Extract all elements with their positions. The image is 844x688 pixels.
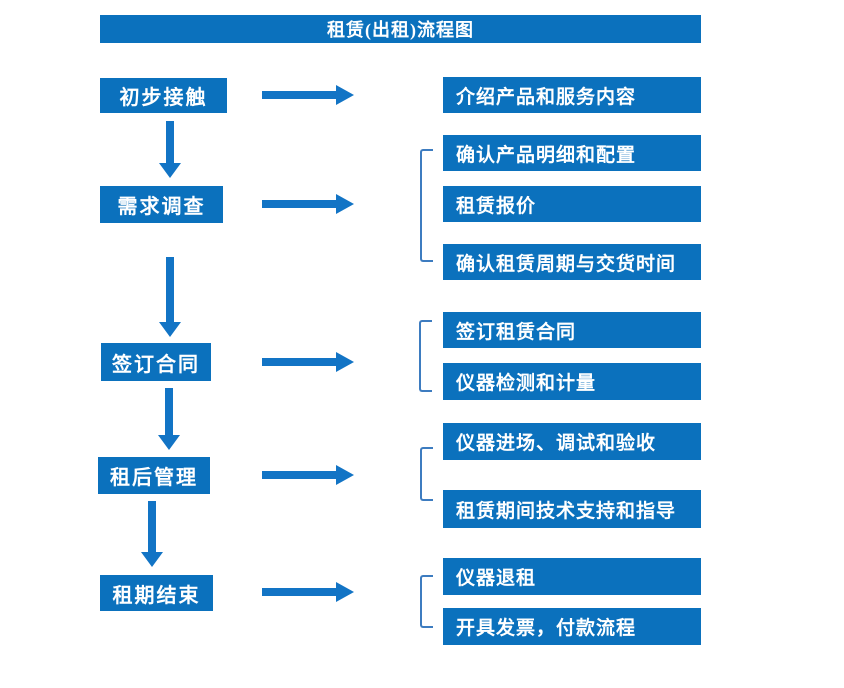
stage-box-initial-contact: 初步接触	[100, 78, 227, 113]
group-bracket-icon	[420, 447, 433, 501]
arrow-head	[336, 194, 354, 214]
group-bracket-icon	[419, 320, 432, 392]
arrow-down-icon	[141, 501, 163, 567]
arrow-down-icon	[159, 121, 181, 178]
group-bracket-icon	[420, 149, 433, 262]
arrow-head	[336, 352, 354, 372]
output-box-instrument-setup: 仪器进场、调试和验收	[443, 423, 701, 460]
arrow-shaft	[262, 588, 336, 596]
arrow-shaft	[262, 358, 336, 366]
arrow-shaft	[262, 471, 336, 479]
stage-box-demand-survey: 需求调查	[100, 186, 223, 223]
arrow-head	[159, 163, 181, 178]
arrow-shaft	[166, 257, 174, 322]
output-box-rental-quote: 租赁报价	[443, 186, 701, 222]
arrow-right-icon	[262, 465, 354, 485]
output-box-intro-products: 介绍产品和服务内容	[443, 77, 701, 113]
arrow-head	[158, 435, 180, 450]
output-box-instrument-check: 仪器检测和计量	[443, 363, 701, 400]
arrow-shaft	[262, 91, 336, 99]
output-box-confirm-period: 确认租赁周期与交货时间	[443, 244, 701, 280]
arrow-head	[141, 552, 163, 567]
flowchart-title: 租赁(出租)流程图	[100, 15, 701, 43]
arrow-head	[336, 85, 354, 105]
arrow-shaft	[262, 200, 336, 208]
arrow-down-icon	[159, 257, 181, 337]
arrow-down-icon	[158, 388, 180, 450]
output-box-return-rental: 仪器退租	[443, 558, 701, 595]
stage-box-rental-end: 租期结束	[100, 575, 213, 611]
arrow-shaft	[166, 121, 174, 163]
arrow-head	[336, 465, 354, 485]
arrow-right-icon	[262, 85, 354, 105]
arrow-right-icon	[262, 194, 354, 214]
arrow-right-icon	[262, 352, 354, 372]
arrow-head	[336, 582, 354, 602]
arrow-shaft	[148, 501, 156, 552]
arrow-right-icon	[262, 582, 354, 602]
stage-box-post-rental-mgmt: 租后管理	[98, 457, 210, 494]
output-box-invoice-payment: 开具发票，付款流程	[443, 608, 701, 645]
output-box-confirm-details: 确认产品明细和配置	[443, 135, 701, 171]
stage-box-sign-contract: 签订合同	[101, 343, 211, 381]
output-box-tech-support: 租赁期间技术支持和指导	[443, 490, 701, 528]
arrow-shaft	[165, 388, 173, 435]
arrow-head	[159, 322, 181, 337]
group-bracket-icon	[420, 575, 433, 628]
output-box-sign-lease: 签订租赁合同	[443, 312, 701, 348]
